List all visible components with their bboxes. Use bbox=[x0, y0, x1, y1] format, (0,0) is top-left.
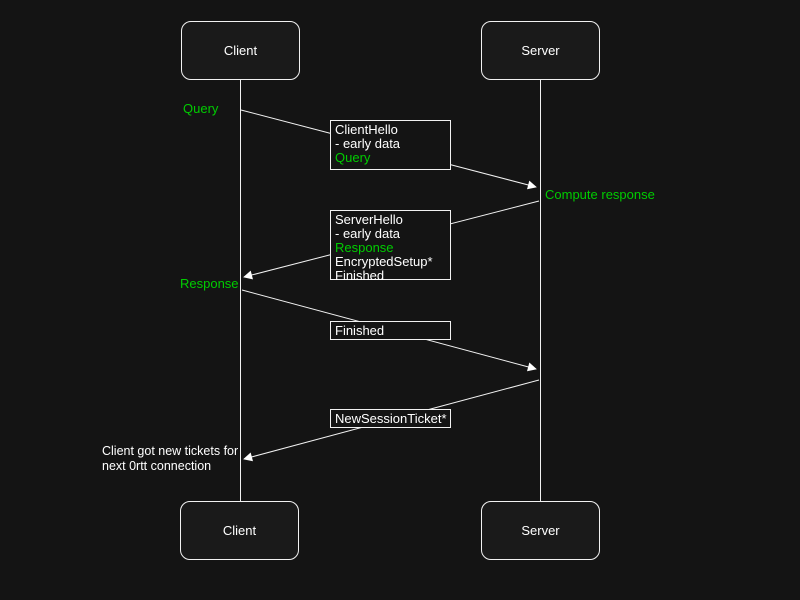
note-line: next 0rtt connection bbox=[102, 459, 212, 473]
actor-client-bottom: Client bbox=[180, 501, 299, 560]
message-line: NewSessionTicket* bbox=[335, 411, 447, 426]
actor-server-bottom: Server bbox=[481, 501, 600, 560]
message-newsessionticket: NewSessionTicket* bbox=[330, 409, 451, 428]
actor-server-bottom-label: Server bbox=[521, 523, 560, 538]
message-clienthello: ClientHello - early data Query bbox=[330, 120, 451, 170]
message-line: Finished bbox=[335, 268, 385, 283]
message-line: Query bbox=[335, 150, 371, 165]
actor-client-bottom-label: Client bbox=[222, 523, 257, 538]
actor-client-top: Client bbox=[181, 21, 300, 80]
message-line: ClientHello bbox=[335, 122, 398, 137]
note-new-tickets: Client got new tickets for next 0rtt con… bbox=[102, 444, 238, 474]
message-line: Finished bbox=[335, 323, 385, 338]
note-line: Client got new tickets for bbox=[102, 444, 239, 458]
label-query: Query bbox=[183, 101, 219, 116]
message-line: - early data bbox=[335, 136, 401, 151]
message-finished: Finished bbox=[330, 321, 451, 340]
message-line: ServerHello bbox=[335, 212, 403, 227]
message-line: Response bbox=[335, 240, 394, 255]
label-compute-response: Compute response bbox=[545, 187, 655, 202]
actor-server-top: Server bbox=[481, 21, 600, 80]
actor-server-top-label: Server bbox=[521, 43, 560, 58]
message-line: - early data bbox=[335, 226, 401, 241]
message-line: EncryptedSetup* bbox=[335, 254, 433, 269]
label-response: Response bbox=[180, 276, 239, 291]
message-serverhello: ServerHello - early data Response Encryp… bbox=[330, 210, 451, 283]
actor-client-top-label: Client bbox=[223, 43, 258, 58]
